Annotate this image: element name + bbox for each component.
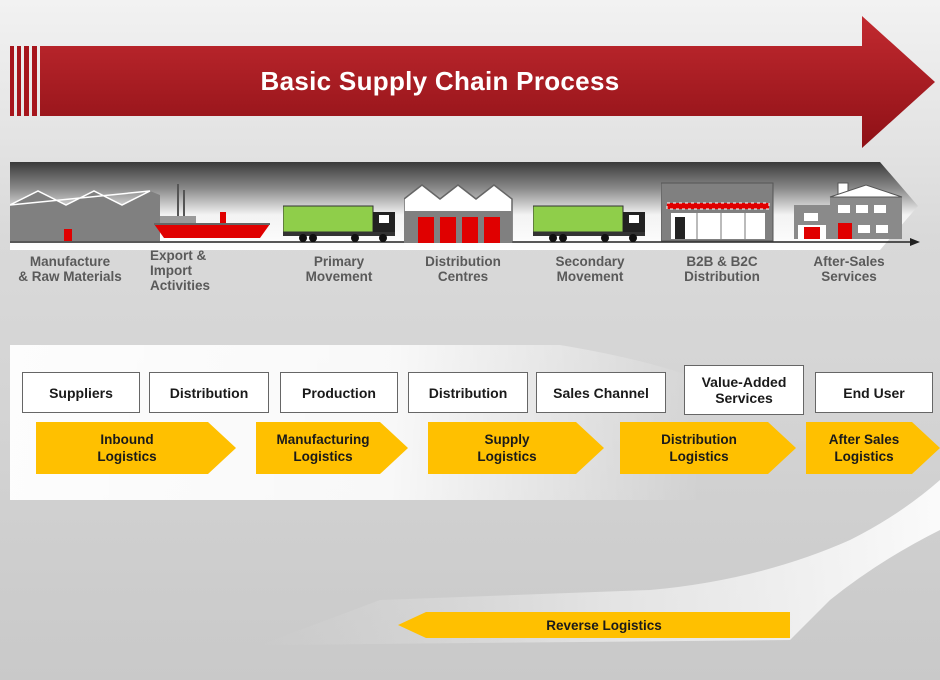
logistics-arrow-after-sales: After Sales Logistics: [806, 422, 940, 474]
truck-icon: [283, 205, 395, 242]
logistics-arrow-distribution: Distribution Logistics: [620, 422, 796, 474]
stage-label-export-import: Export & Import Activities: [150, 248, 211, 293]
stage-label-secondary-movement: Secondary Movement: [555, 254, 625, 284]
logistics-arrow-manufacturing: Manufacturing Logistics: [256, 422, 408, 474]
factory-icon: [10, 190, 160, 241]
store-icon: [661, 182, 774, 242]
reverse-logistics-arrow: Reverse Logistics: [398, 612, 790, 638]
entity-box-suppliers: Suppliers: [22, 372, 140, 413]
stage-label-primary-movement: Primary Movement: [305, 254, 373, 284]
entity-box-production: Production: [280, 372, 398, 413]
entity-box-sales-channel: Sales Channel: [536, 372, 666, 413]
entity-box-distribution-2: Distribution: [408, 372, 528, 413]
entity-box-end-user: End User: [815, 372, 933, 413]
entity-box-value-added: Value-Added Services: [684, 365, 804, 415]
warehouse-icon: [404, 184, 513, 243]
title-arrow: [10, 16, 935, 148]
diagram-title: Basic Supply Chain Process: [260, 66, 620, 96]
logistics-arrow-supply: Supply Logistics: [428, 422, 604, 474]
stage-label-manufacture: Manufacture & Raw Materials: [18, 254, 122, 284]
entity-box-distribution: Distribution: [149, 372, 269, 413]
stage-label-b2b-b2c: B2B & B2C Distribution: [684, 254, 760, 284]
truck-icon: [533, 205, 645, 242]
logistics-arrow-inbound: Inbound Logistics: [36, 422, 236, 474]
stage-label-distribution-centres: Distribution Centres: [425, 254, 501, 284]
stage-label-after-sales: After-Sales Services: [813, 254, 885, 284]
ship-icon: [154, 184, 270, 238]
house-icon: [794, 182, 903, 239]
